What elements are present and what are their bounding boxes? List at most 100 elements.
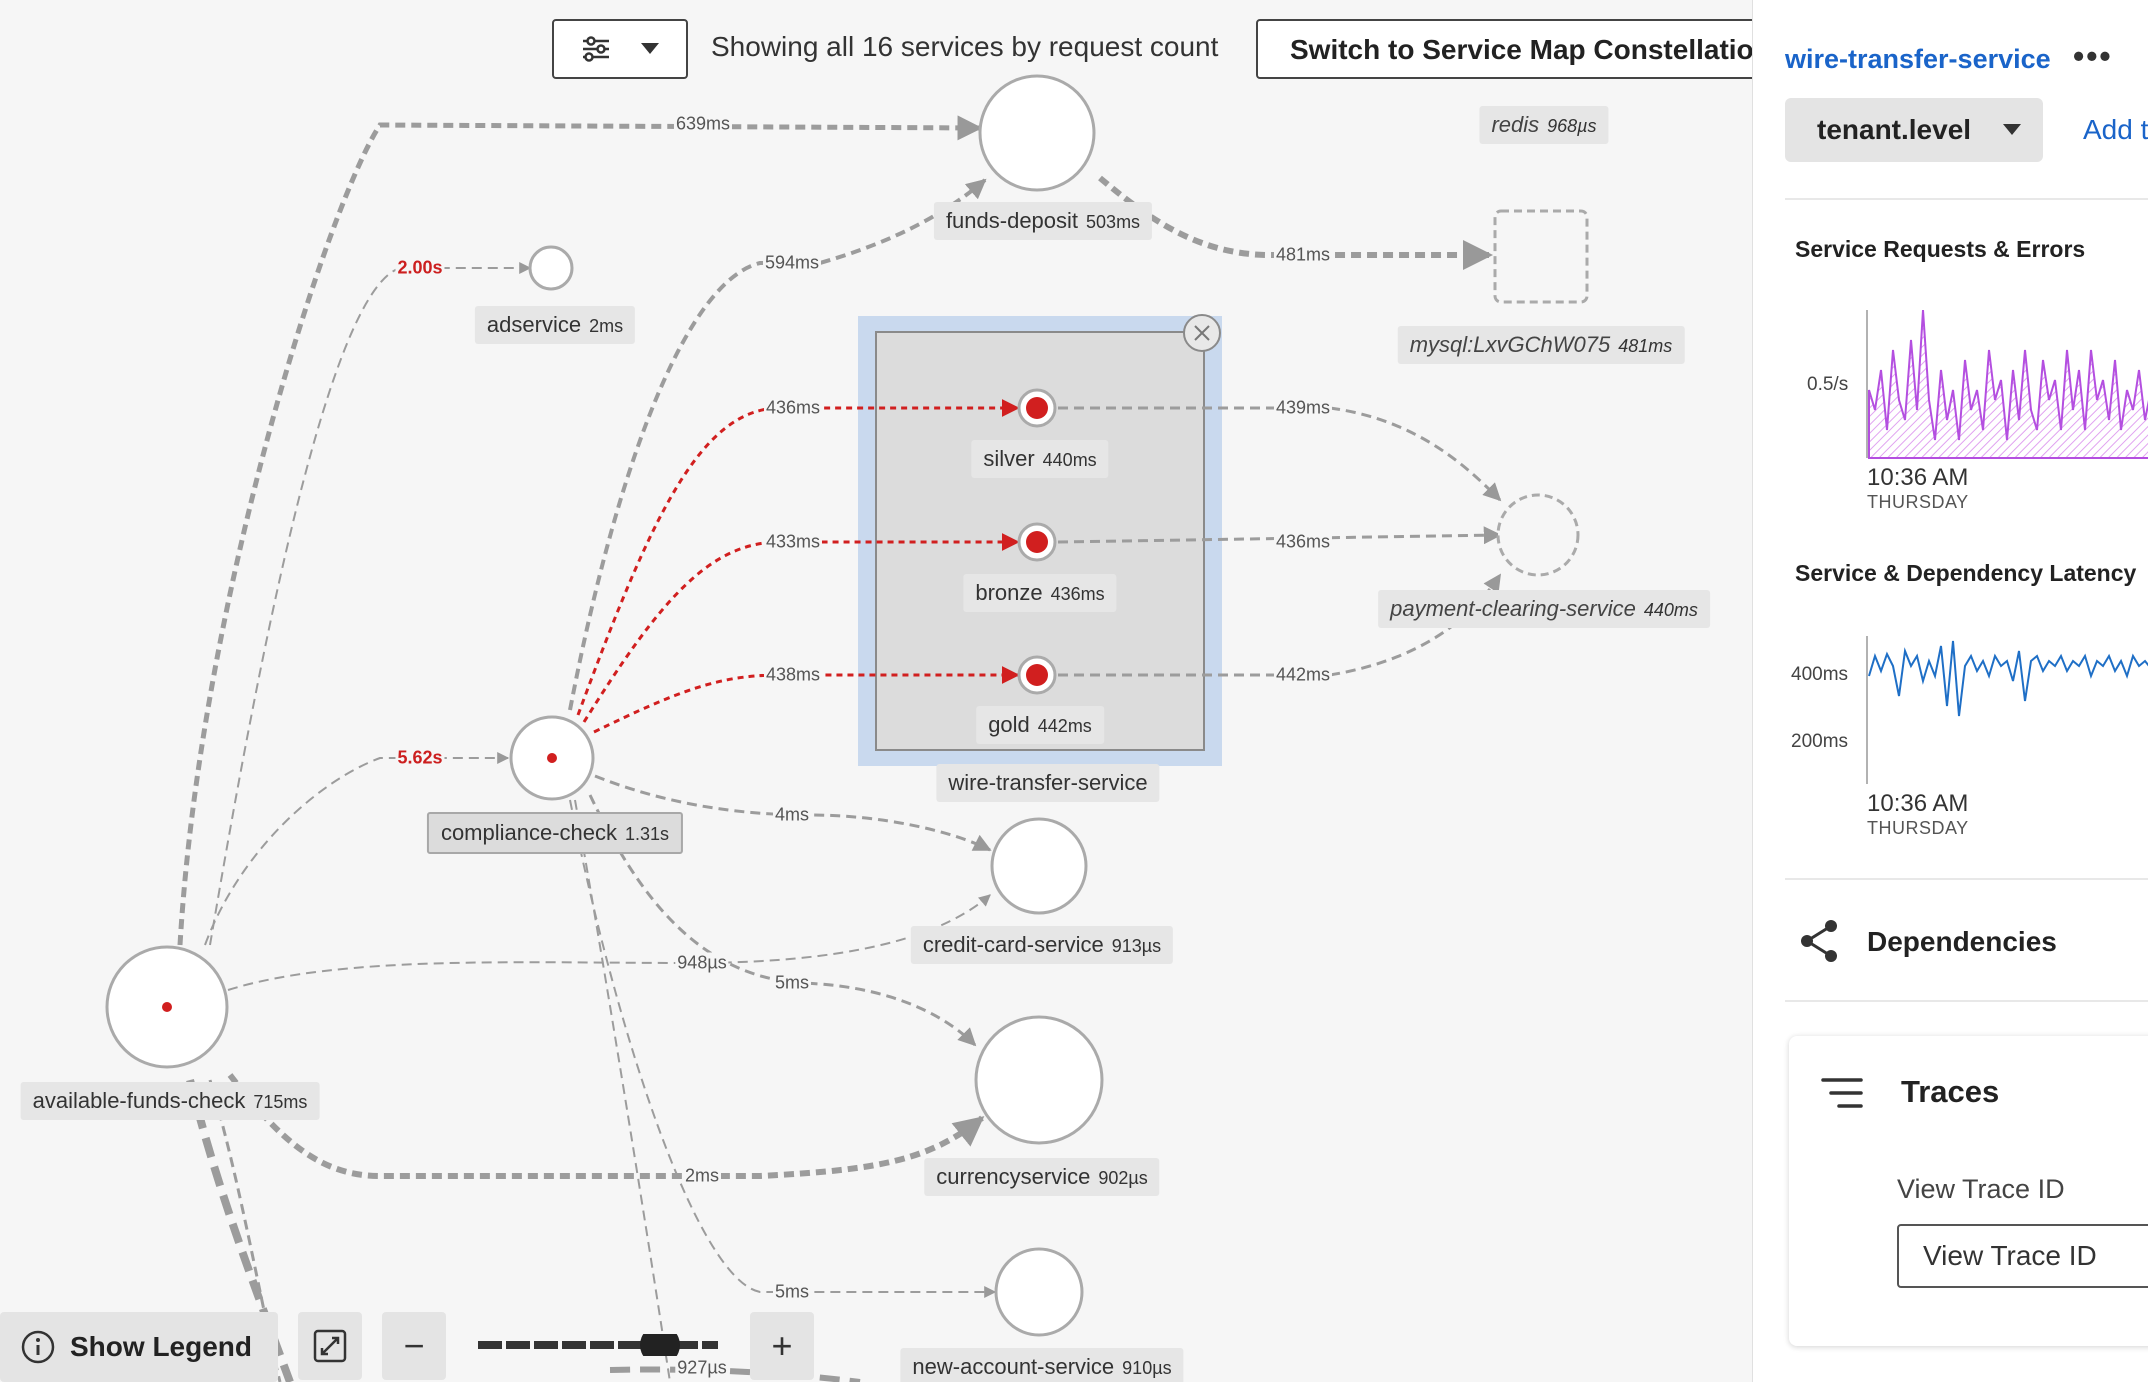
dependencies-label: Dependencies [1867,926,2057,957]
label-latency: 715ms [253,1092,308,1112]
minus-icon: − [403,1325,425,1366]
label-name: silver [983,446,1035,471]
edge-label: 439ms [1273,397,1333,419]
zoom-out-button[interactable]: − [382,1312,446,1380]
label-silver[interactable]: silver 440ms [971,440,1109,478]
caret-down-icon [2003,124,2021,135]
requests-day-label: THURSDAY [1867,492,1969,512]
panel-service-title[interactable]: wire-transfer-service [1785,44,2051,74]
edge-label: 436ms [763,397,823,419]
latency-title: Service & Dependency Latency [1795,560,2137,586]
label-latency: 503ms [1086,212,1141,232]
edge-label: 4ms [772,804,812,826]
add-to-link[interactable]: Add to [2083,114,2148,145]
tag-select-dropdown[interactable]: tenant.level [1785,98,2043,162]
label-name: new-account-service [912,1354,1115,1379]
node-gold [1017,655,1057,695]
edge-label: 481ms [1273,244,1333,266]
edge-label: 948µs [675,952,729,974]
zoom-in-button[interactable]: + [750,1312,814,1380]
requests-errors-chart [1866,310,2148,459]
fit-to-screen-button[interactable] [298,1312,362,1380]
show-legend-button[interactable]: Show Legend [0,1312,278,1382]
fit-screen-icon [313,1329,347,1363]
label-latency: 902µs [1098,1168,1148,1188]
label-latency: 440ms [1042,450,1097,470]
edge-compliance-to-gold [593,666,1020,734]
label-adservice[interactable]: adservice 2ms [474,306,636,344]
node-new-account [994,1247,1084,1337]
divider [1785,198,2148,200]
label-available-funds[interactable]: available-funds-check 715ms [20,1082,320,1120]
node-payment-clearing [1496,493,1580,577]
label-name: funds-deposit [945,208,1079,233]
view-trace-label: View Trace ID [1897,1174,2065,1204]
edge-silver-to-payment [1058,406,1502,502]
edge-label: 436ms [1273,531,1333,553]
node-bronze [1017,522,1057,562]
label-latency: 481ms [1618,336,1673,356]
node-silver [1017,388,1057,428]
more-options-icon[interactable]: ••• [2073,38,2113,74]
filter-dropdown-button[interactable] [552,19,688,79]
edge-label: 5ms [772,972,812,994]
showing-services-text: Showing all 16 services by request count [711,31,1219,62]
edge-label: 433ms [763,531,823,553]
label-name: adservice [486,312,582,337]
label-new-account[interactable]: new-account-service 910µs [900,1348,1184,1382]
edge-funds-deposit-to-mysql [1098,175,1493,270]
edge-bronze-to-payment [1057,526,1502,545]
traces-icon [1821,1078,1863,1108]
plus-icon: + [771,1325,793,1366]
edge-label: 639ms [673,113,733,135]
latency-time-label: 10:36 AM [1867,790,1969,817]
view-trace-id-input[interactable]: View Trace ID [1897,1224,2148,1288]
dependencies-section[interactable]: Dependencies [1797,918,2148,966]
group-close-icon [1183,314,1221,352]
node-currencyservice [974,1015,1104,1145]
edge-compliance-to-funds-deposit [568,178,987,711]
edge-label-error: 2.00s [395,257,445,279]
label-latency: 2ms [589,316,624,336]
traces-card: Traces View Trace ID View Trace ID [1789,1036,2148,1346]
caret-down-icon [641,43,659,54]
label-wire-transfer-group[interactable]: wire-transfer-service [936,764,1160,802]
label-name: bronze [975,580,1043,605]
zoom-slider[interactable] [478,1334,718,1356]
zoom-slider-knob [640,1334,680,1356]
edge-available-funds-to-currencyservice [227,1073,985,1179]
info-icon [21,1330,55,1364]
latency-chart [1866,636,2148,784]
label-funds-deposit[interactable]: funds-deposit 503ms [933,202,1153,240]
edge-available-funds-to-credit-card [227,894,991,991]
node-adservice [528,245,574,291]
edge-to-new-account-bottom [609,1366,861,1382]
label-latency: 1.31s [625,824,670,844]
edge-available-funds-to-adservice [209,262,532,946]
latency-day-label: THURSDAY [1867,818,1969,838]
edge-compliance-to-new-account [569,799,997,1298]
label-name: available-funds-check [32,1088,246,1113]
edge-label: 438ms [763,664,823,686]
tag-select-value: tenant.level [1817,114,1972,145]
latency-y-tick-400: 400ms [1791,664,1849,685]
requests-time-label: 10:36 AM [1867,464,1969,491]
share-nodes-icon [1801,920,1837,962]
label-latency: 440ms [1643,600,1698,620]
label-latency: 968µs [1547,116,1597,136]
switch-constellation-button[interactable]: Switch to Service Map Constellation [1256,19,1786,79]
edge-compliance-down [574,799,671,1382]
service-detail-panel: wire-transfer-service ••• tenant.level A… [1752,0,2148,1382]
label-latency: 910µs [1122,1358,1172,1378]
divider [1785,1000,2148,1002]
label-latency: 442ms [1037,716,1092,736]
